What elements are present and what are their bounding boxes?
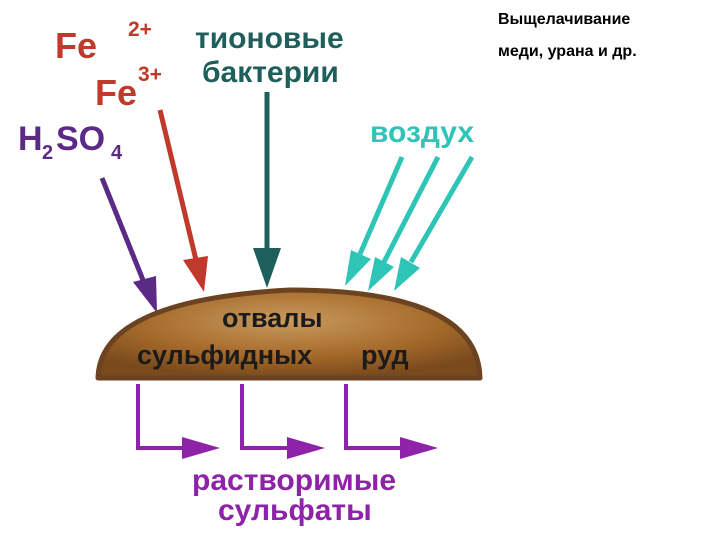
fe3-label: Fe 3+ xyxy=(95,63,162,113)
fe3-charge: 3+ xyxy=(138,63,162,86)
output-label-line1: растворимые xyxy=(192,464,396,497)
iron-arrow xyxy=(157,109,208,292)
acid-sub2: 2 xyxy=(42,142,53,164)
heap-label-line2b: руд xyxy=(361,340,409,370)
bacteria-label-line2: бактерии xyxy=(202,56,339,89)
output-arrows xyxy=(136,384,438,459)
h2so4-label: H 2 SO 4 xyxy=(18,120,123,164)
acid-so: SO xyxy=(56,120,105,158)
ore-heap: отвалы сульфидных руд xyxy=(95,287,483,381)
fe2-label: Fe 2+ xyxy=(55,18,152,66)
caption-line1: Выщелачивание xyxy=(498,11,631,28)
side-caption: Выщелачивание меди, урана и др. xyxy=(498,4,718,68)
air-arrows xyxy=(345,155,475,291)
acid-arrow xyxy=(99,177,157,313)
fe2-symbol: Fe xyxy=(55,25,97,66)
air-label: воздух xyxy=(370,116,474,149)
fe2-charge: 2+ xyxy=(128,18,152,41)
caption-line2: меди, урана и др. xyxy=(498,43,637,60)
acid-h: H xyxy=(18,120,43,158)
heap-label-line2a: сульфидных xyxy=(137,340,312,370)
bacteria-label-line1: тионовые xyxy=(195,22,344,55)
bacteria-arrow xyxy=(253,92,281,288)
fe3-symbol: Fe xyxy=(95,72,137,113)
heap-label-line1: отвалы xyxy=(222,303,323,333)
acid-sub4: 4 xyxy=(111,142,123,164)
output-label-line2: сульфаты xyxy=(218,494,372,527)
